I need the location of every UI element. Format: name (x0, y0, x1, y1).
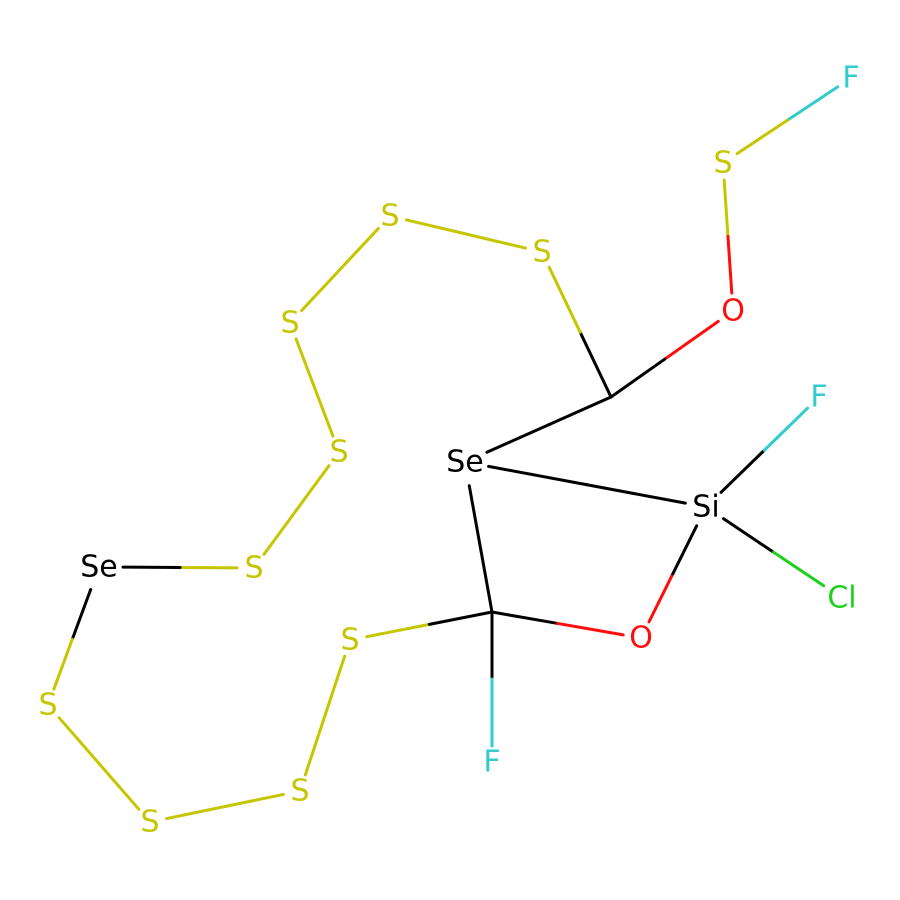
atom-label-f: F (842, 61, 859, 96)
bond-segment (547, 395, 613, 427)
bond-a17-a18 (647, 524, 699, 624)
bond-segment (57, 716, 101, 765)
bond-segment (663, 319, 720, 361)
atom-label-s: S (380, 199, 399, 234)
bond-a6-a7 (300, 226, 380, 313)
bond-a1-a2 (735, 85, 840, 156)
bond-a12-a13 (165, 792, 285, 821)
bond-segment (487, 464, 589, 487)
bond-segment (647, 572, 675, 624)
bond-a4-a21 (485, 395, 613, 454)
bond-segment (556, 621, 625, 637)
bond-segment (722, 178, 730, 239)
bond-segment (785, 85, 840, 122)
bond-segment (467, 484, 483, 551)
bond-segment (165, 805, 227, 821)
bond-a18-a21 (487, 464, 687, 505)
bond-segment (726, 235, 734, 295)
bond-a10-a11 (52, 588, 93, 691)
bond-a14-a15 (365, 610, 494, 639)
bond-segment (303, 714, 327, 777)
bond-segment (547, 265, 582, 334)
bond-segment (479, 547, 494, 614)
bond-a8-a9 (262, 464, 331, 556)
bond-a3-a4 (609, 319, 720, 399)
bond-segment (338, 226, 380, 271)
bond-segment (262, 508, 298, 556)
bond-segment (719, 448, 766, 494)
atom-label-s: S (290, 774, 309, 809)
bond-a18-a20 (721, 517, 826, 588)
bond-segment (323, 654, 347, 717)
atom-label-si: Si (692, 490, 719, 525)
bond-segment (365, 622, 431, 639)
bond-segment (300, 268, 342, 313)
bond-segment (52, 637, 74, 691)
atom-label-s: S (532, 235, 551, 270)
atom-label-f: F (483, 745, 500, 780)
atom-label-s: S (329, 435, 348, 470)
bond-segment (762, 406, 810, 452)
bond-segment (295, 464, 331, 512)
atom-label-s: S (280, 306, 299, 341)
atom-label-se: Se (446, 445, 484, 480)
bond-segment (294, 337, 316, 389)
bond-a18-a19 (719, 406, 810, 494)
bond-a15-a17 (490, 610, 625, 637)
bond-segment (578, 330, 613, 399)
bond-a4-a5 (547, 265, 613, 399)
atom-label-o: O (629, 621, 653, 656)
bond-segment (313, 386, 335, 438)
bond-layer (52, 85, 840, 821)
atom-label-f: F (810, 380, 827, 415)
bond-a11-a12 (57, 716, 141, 811)
bond-segment (427, 610, 494, 626)
bond-a5-a6 (405, 218, 527, 250)
bond-segment (735, 118, 789, 156)
bond-segment (772, 550, 826, 588)
bond-a9-a10 (121, 565, 239, 570)
bond-segment (97, 762, 141, 811)
bond-segment (671, 524, 699, 576)
atom-label-s: S (140, 805, 159, 840)
atom-label-s: S (38, 688, 57, 723)
atom-label-s: S (340, 623, 359, 658)
atom-label-s: S (713, 146, 732, 181)
bond-a13-a14 (303, 654, 347, 777)
bond-segment (485, 423, 551, 454)
bond-a7-a8 (294, 337, 335, 438)
atom-label-cl: Cl (827, 581, 856, 616)
bond-segment (609, 357, 667, 399)
bond-segment (223, 792, 285, 808)
bond-a2-a3 (722, 178, 734, 295)
bond-segment (721, 517, 776, 554)
bond-segment (70, 588, 93, 641)
atom-label-s: S (244, 551, 263, 586)
bond-segment (585, 483, 687, 505)
bond-segment (405, 218, 468, 236)
atom-label-o: O (721, 294, 745, 329)
atom-label-se: Se (80, 550, 118, 585)
bond-segment (464, 232, 527, 250)
bond-segment (490, 610, 560, 625)
bond-a21-a15 (467, 484, 494, 614)
